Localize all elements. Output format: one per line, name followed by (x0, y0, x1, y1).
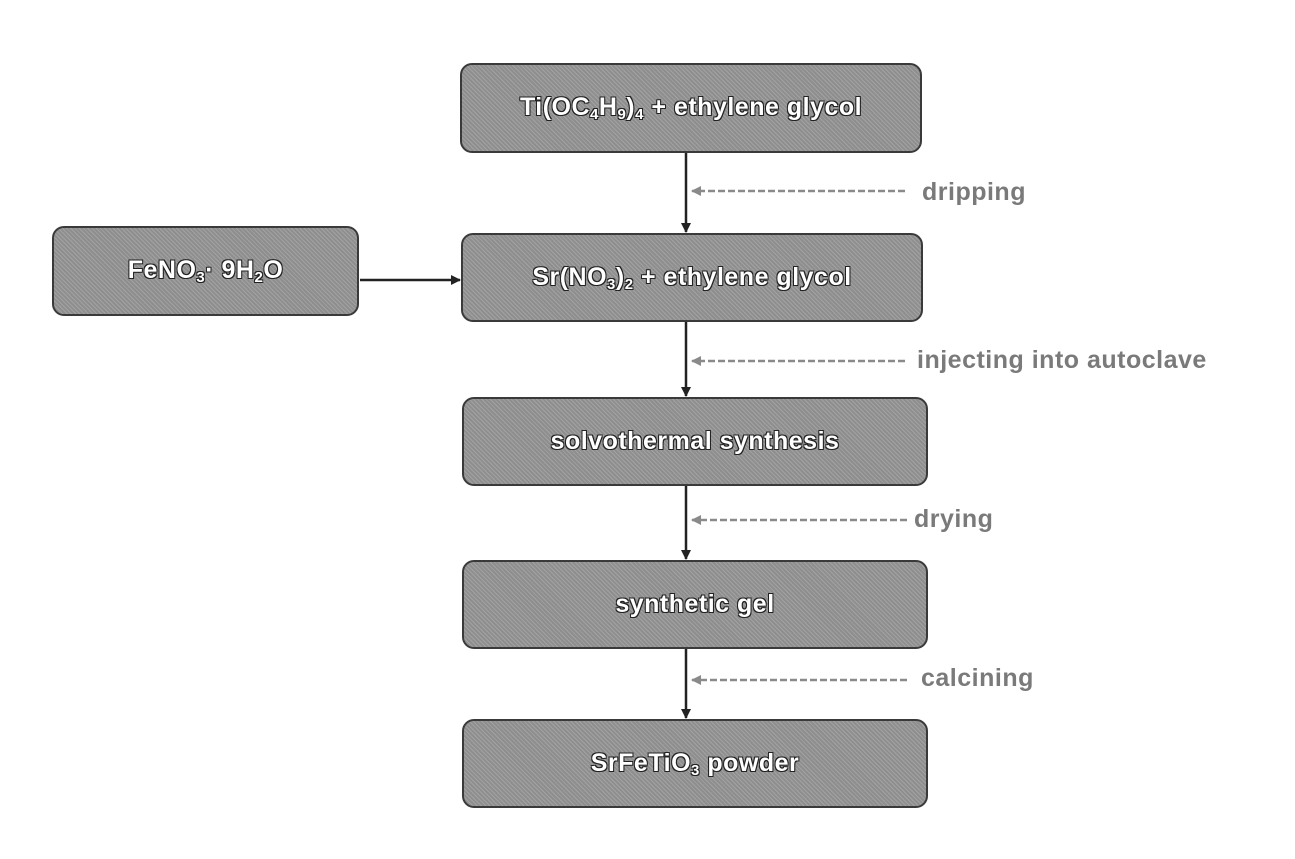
gel-label: synthetic gel (615, 590, 774, 619)
step-label-drying: drying (914, 505, 993, 534)
sr-nitrate-label: Sr(NO3)2 + ethylene glycol (532, 263, 851, 293)
solvothermal-label: solvothermal synthesis (551, 427, 840, 456)
sr-nitrate-box: Sr(NO3)2 + ethylene glycol (461, 233, 923, 322)
ti-precursor-box: Ti(OC4H9)4 + ethylene glycol (460, 63, 922, 153)
step-label-injecting: injecting into autoclave (917, 346, 1207, 375)
step-label-dripping: dripping (922, 178, 1026, 207)
powder-label: SrFeTiO3 powder (591, 749, 799, 779)
step-label-calcining: calcining (921, 664, 1034, 693)
gel-box: synthetic gel (462, 560, 928, 649)
ti-precursor-label: Ti(OC4H9)4 + ethylene glycol (520, 93, 862, 123)
fe-nitrate-label: FeNO3· 9H2O (128, 256, 284, 286)
powder-box: SrFeTiO3 powder (462, 719, 928, 808)
fe-nitrate-box: FeNO3· 9H2O (52, 226, 359, 316)
solvothermal-box: solvothermal synthesis (462, 397, 928, 486)
